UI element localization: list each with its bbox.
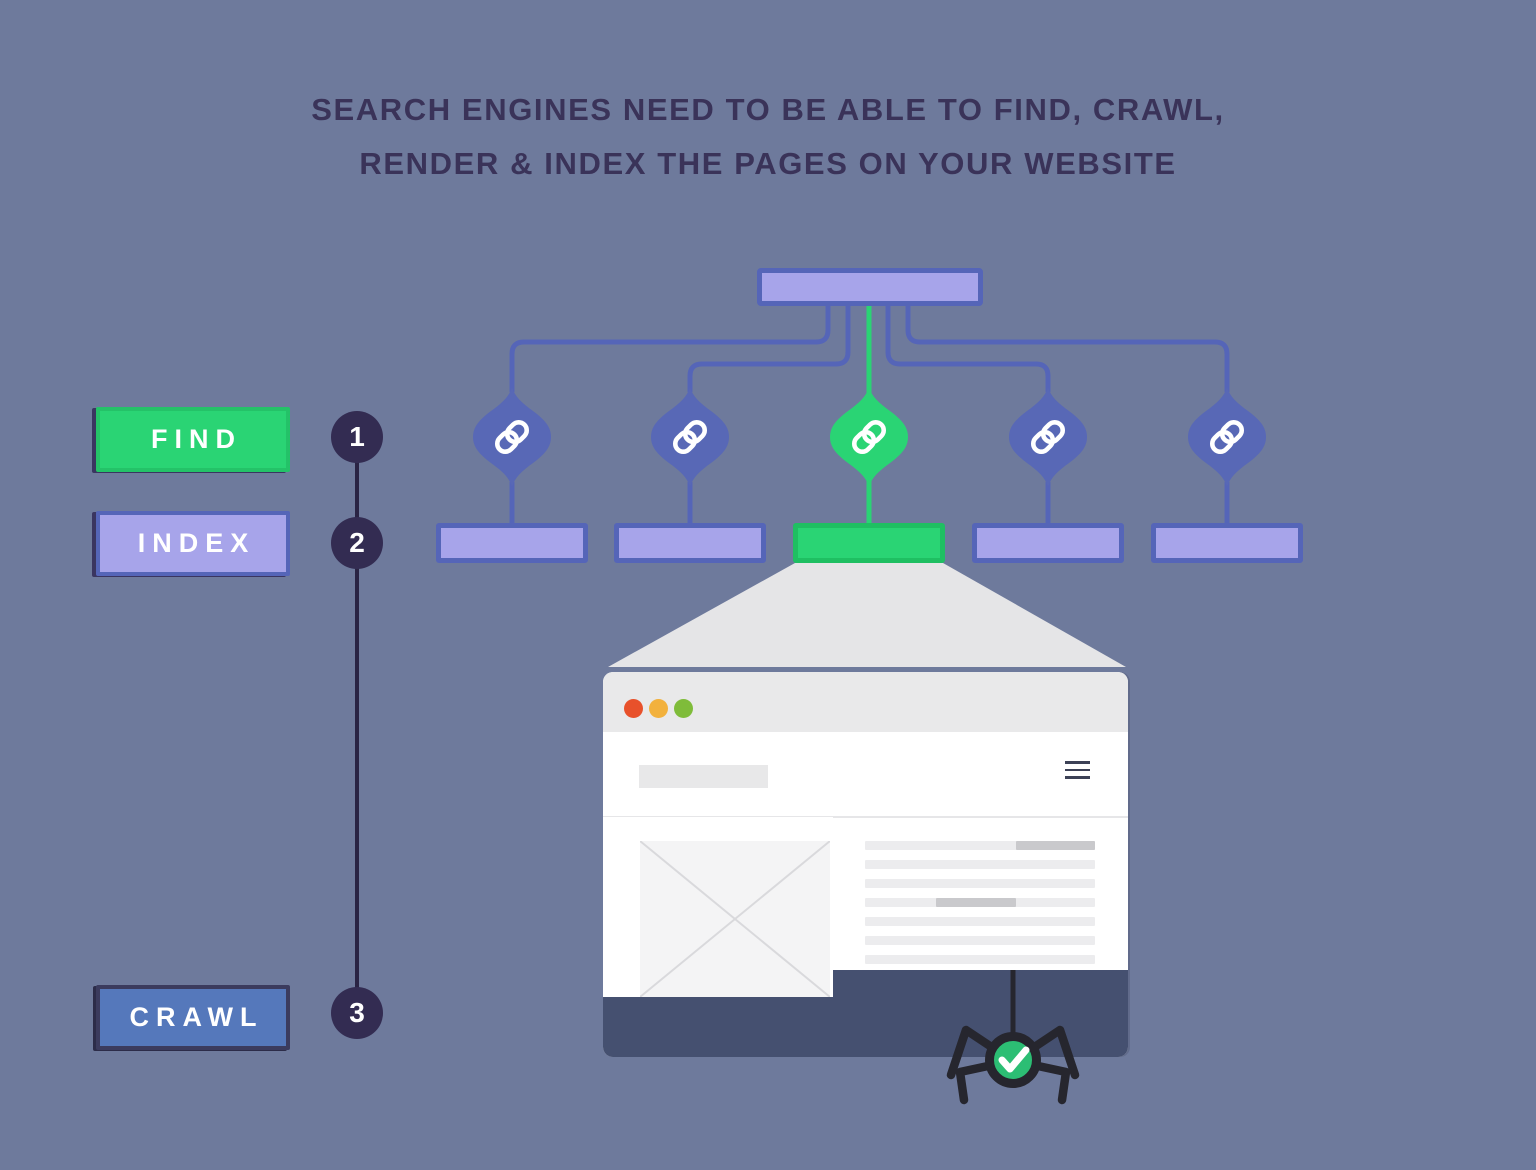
step-number-2: 2 <box>331 517 383 569</box>
step-number-3: 3 <box>331 987 383 1039</box>
maximize-dot-icon <box>674 699 693 718</box>
text-line <box>865 860 1095 869</box>
connector-lines <box>509 306 1230 523</box>
step-number-1: 1 <box>331 411 383 463</box>
step-timeline-line <box>355 437 359 1013</box>
text-line <box>865 841 1095 850</box>
checkmark-icon <box>998 1046 1030 1073</box>
text-line <box>865 898 1095 907</box>
image-placeholder-x <box>639 840 831 998</box>
sitemap-page-node-4 <box>972 523 1124 563</box>
index-label: INDEX <box>96 511 290 576</box>
nav-divider <box>603 816 1128 818</box>
sitemap-page-node-3-highlighted <box>793 523 945 563</box>
text-line <box>865 917 1095 926</box>
text-placeholder-column <box>865 841 1095 974</box>
image-placeholder <box>639 840 831 998</box>
sitemap-root-node <box>757 268 983 306</box>
sitemap-page-node-5 <box>1151 523 1303 563</box>
text-line <box>865 936 1095 945</box>
text-line <box>865 879 1095 888</box>
close-dot-icon <box>624 699 643 718</box>
text-highlight-segment <box>1016 841 1095 850</box>
sitemap-page-node-1 <box>436 523 588 563</box>
browser-window <box>603 672 1128 1057</box>
crawl-label: CRAWL <box>96 985 290 1050</box>
hamburger-menu-icon <box>1065 761 1090 779</box>
text-highlight-segment <box>936 898 1016 907</box>
funnel-shape <box>608 563 1126 667</box>
browser-titlebar <box>603 672 1128 732</box>
logo-placeholder <box>639 765 768 788</box>
minimize-dot-icon <box>649 699 668 718</box>
sitemap-page-node-2 <box>614 523 766 563</box>
find-label: FIND <box>96 407 290 472</box>
title-line-2: RENDER & INDEX THE PAGES ON YOUR WEBSITE <box>359 146 1177 181</box>
title-line-1: SEARCH ENGINES NEED TO BE ABLE TO FIND, … <box>311 92 1225 127</box>
text-line <box>865 955 1095 964</box>
